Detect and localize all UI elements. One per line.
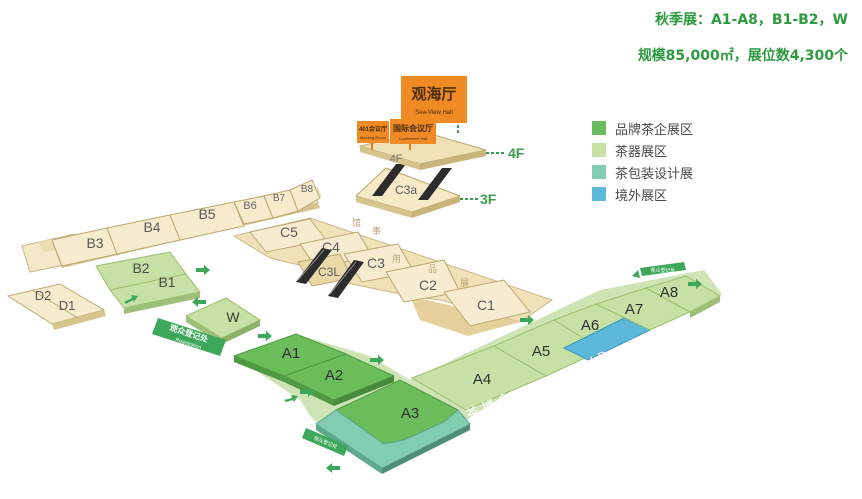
hall-a8-label: A8 — [660, 284, 678, 301]
hall-b1-label: B1 — [158, 274, 175, 290]
hall-c1[interactable]: C1 — [443, 279, 531, 327]
hall-a1-label: A1 — [282, 345, 300, 362]
hall-b4-label: B4 — [143, 219, 160, 235]
hall-a2-label: A2 — [325, 367, 343, 384]
floor-leader-4f: 4F — [486, 145, 525, 161]
svg-text:馆: 馆 — [352, 217, 361, 228]
hall-d1-label: D1 — [59, 298, 76, 313]
floor-label-4f: 4F — [508, 145, 525, 161]
season-halls-info: 秋季展：A1-A8，B1-B2，W — [654, 12, 848, 28]
hall-b3[interactable]: B3 — [51, 227, 118, 267]
hall-d2-label: D2 — [35, 288, 52, 303]
hall-w[interactable]: W — [184, 297, 262, 344]
svg-text:事: 事 — [372, 225, 381, 236]
legend-swatch-packaging — [592, 165, 606, 179]
escalator-3f-left — [372, 164, 406, 196]
hall-a5-label: A5 — [532, 343, 550, 360]
hall-b4[interactable]: B4 — [106, 214, 181, 255]
meeting-room-en: Meeting Room — [360, 135, 387, 140]
hall-a6-label: A6 — [581, 317, 599, 334]
escalator-c-right — [328, 260, 364, 298]
svg-text:4F: 4F — [390, 153, 403, 165]
legend-item-overseas: 境外展区 — [592, 183, 693, 205]
hall-b7-label: B7 — [273, 193, 286, 204]
conference-hall-label: 国际会议厅 — [393, 123, 433, 133]
legend-label-tea-ware: 茶器展区 — [615, 144, 668, 160]
legend-swatch-tea-ware — [592, 143, 606, 157]
entrance-arrows — [124, 265, 702, 473]
registration-sign-a8: 观众登记处 — [640, 262, 686, 276]
legend-label-overseas: 境外展区 — [615, 188, 668, 204]
legend-swatch-overseas — [592, 187, 606, 201]
hall-c2[interactable]: C2 — [385, 259, 461, 303]
escalator-3f-right — [418, 168, 452, 200]
conference-hall-en: Conference Hall — [399, 136, 428, 141]
svg-text:品: 品 — [428, 264, 437, 274]
hall-b3-label: B3 — [86, 235, 103, 251]
escalator-c-left — [296, 248, 332, 284]
hall-c3a-label: C3a — [395, 183, 417, 197]
sign-conference-hall: 国际会议厅 Conference Hall — [390, 119, 436, 150]
legend-item-packaging: 茶包装设计展 — [592, 161, 693, 183]
hall-c1-label: C1 — [477, 297, 495, 313]
legend-item-tea-ware: 茶器展区 — [592, 139, 693, 161]
floor-3f-platform[interactable]: C3a — [355, 167, 462, 218]
hall-c3-label: C3 — [367, 255, 385, 271]
hall-c3l-label: C3L — [318, 265, 340, 279]
floor-label-3f: 3F — [480, 191, 497, 207]
hall-c2-label: C2 — [419, 277, 437, 293]
hall-c5-label: C5 — [280, 224, 298, 240]
hall-a8[interactable]: A8 — [644, 275, 722, 318]
hall-b8[interactable]: B8 — [289, 179, 321, 212]
svg-text:用: 用 — [392, 254, 401, 264]
hall-a3-label: A3 — [401, 405, 419, 422]
sea-view-hall-en: Sea-View Hall — [415, 110, 453, 116]
legend-item-brand-tea: 品牌茶企展区 — [592, 117, 693, 139]
hall-b8-label: B8 — [301, 184, 314, 195]
legend-label-brand-tea: 品牌茶企展区 — [615, 122, 694, 138]
sea-view-hall-label: 观海厅 — [411, 85, 456, 103]
hall-b2-label: B2 — [132, 260, 149, 276]
hall-a3[interactable]: A3 — [315, 379, 471, 474]
hall-w-label: W — [226, 309, 240, 325]
hall-b5[interactable]: B5 — [169, 201, 245, 241]
hall-a4-label: A4 — [473, 371, 491, 388]
legend-label-packaging: 茶包装设计展 — [615, 166, 694, 182]
hall-a7[interactable]: A7 — [594, 287, 692, 331]
sign-meeting-room: 401会议厅 Meeting Room — [357, 121, 389, 150]
registration-a8-cn: 观众登记处 — [650, 267, 675, 274]
legend-swatch-brand-tea — [592, 121, 606, 135]
hall-b5-label: B5 — [198, 206, 215, 222]
hall-b6-label: B6 — [243, 200, 256, 212]
hall-a7-label: A7 — [625, 301, 643, 318]
floor-leader-3f: 3F — [460, 191, 497, 207]
scale-info: 规模85,000㎡，展位数4,300个 — [637, 48, 848, 64]
svg-text:展: 展 — [460, 278, 469, 288]
hall-d1-d2[interactable]: D2 D1 — [6, 283, 106, 330]
meeting-room-label: 401会议厅 — [359, 125, 387, 133]
legend: 品牌茶企展区 茶器展区 茶包装设计展 境外展区 — [592, 117, 693, 205]
